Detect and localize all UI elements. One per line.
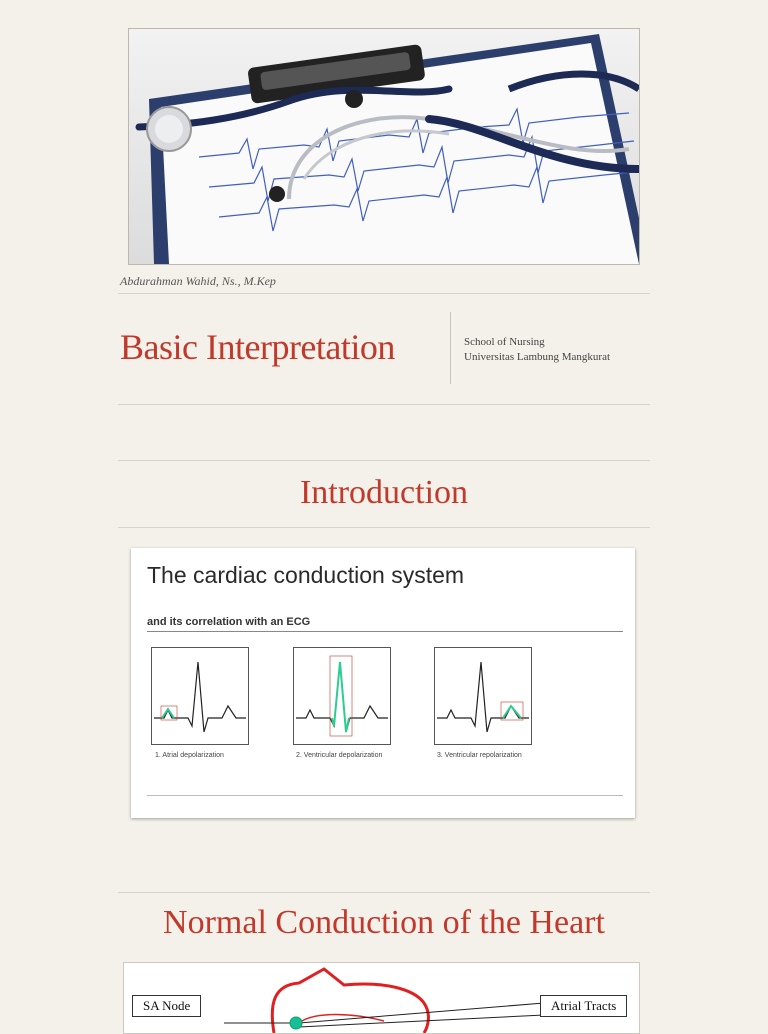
ecg-panel-atrial (151, 647, 249, 745)
author-name: Abdurahman Wahid, Ns., M.Kep (120, 274, 276, 288)
conduction-diagram: SA Node Atrial Tracts (123, 962, 640, 1034)
conduction-figure-card: The cardiac conduction system and its co… (131, 548, 635, 818)
ecg-caption: 3. Ventricular repolarization (437, 752, 522, 759)
atrial-tracts-label: Atrial Tracts (540, 995, 628, 1017)
figure-rule (147, 795, 623, 796)
vertical-divider (450, 312, 451, 384)
sa-node-label: SA Node (132, 995, 202, 1017)
ecg-trace (296, 655, 388, 737)
divider (118, 527, 650, 528)
section-heading-normal-conduction: Normal Conduction of the Heart (163, 904, 605, 941)
ecg-panel-ventricular-repolarization (434, 647, 532, 745)
school-info: School of Nursing Universitas Lambung Ma… (464, 335, 610, 365)
stethoscope-photo (128, 28, 640, 265)
ecg-trace (154, 661, 246, 733)
figure-title: The cardiac conduction system (147, 562, 465, 588)
ecg-caption: 1. Atrial depolarization (155, 752, 224, 759)
divider (118, 892, 650, 893)
section-heading-introduction: Introduction (299, 474, 469, 511)
ecg-trace (437, 661, 529, 733)
divider (118, 293, 650, 294)
ecg-panel-ventricular-depolarization (293, 647, 391, 745)
school-name: School of Nursing (464, 336, 545, 348)
stethoscope-illustration (129, 29, 639, 264)
ecg-caption: 2. Ventricular depolarization (296, 752, 383, 759)
figure-rule (147, 631, 623, 632)
university-name: Universitas Lambung Mangkurat (464, 351, 611, 363)
slide-title: Basic Interpretation (120, 327, 395, 367)
divider (118, 460, 650, 461)
figure-subtitle: and its correlation with an ECG (147, 616, 311, 628)
divider (118, 404, 650, 405)
